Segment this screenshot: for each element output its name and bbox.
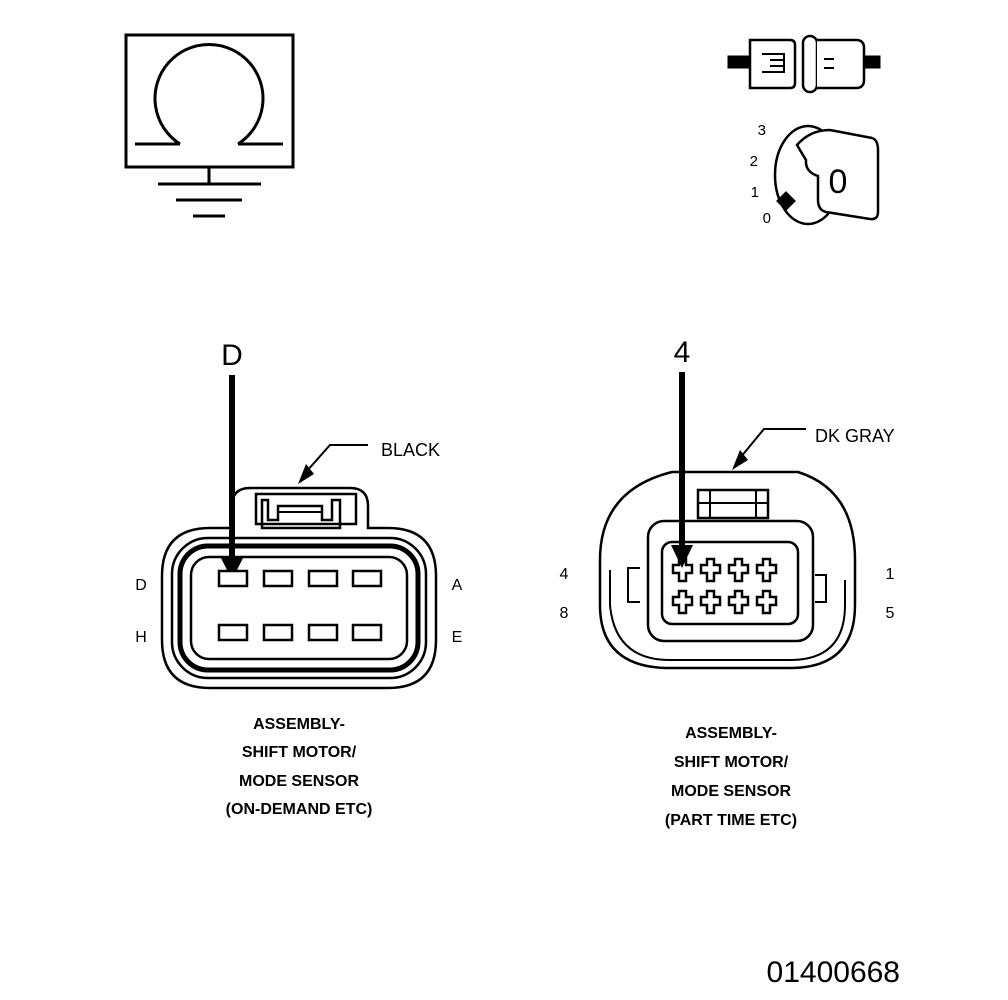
left-caption-line-3: MODE SENSOR: [239, 773, 359, 790]
left-pointer-label: D: [221, 339, 243, 372]
right-connector-body: [598, 470, 857, 670]
right-pin-cavities: [671, 557, 778, 615]
ignition-position-0: 0: [763, 210, 771, 227]
left-connector-body: [160, 486, 438, 690]
right-pointer-arrow: [671, 372, 693, 568]
right-caption-line-2: SHIFT MOTOR/: [674, 754, 789, 771]
right-caption-line-4: (PART TIME ETC): [665, 812, 797, 829]
left-color-leader: [298, 444, 368, 484]
right-caption-line-3: MODE SENSOR: [671, 783, 791, 800]
left-pin-label-bottom-right: E: [452, 629, 463, 646]
ignition-key-icon: 3 2 1 0 0: [750, 122, 880, 227]
left-pin-label-top-right: A: [452, 577, 463, 594]
ignition-position-2: 2: [750, 153, 758, 170]
left-caption-line-2: SHIFT MOTOR/: [242, 744, 357, 761]
right-pointer-label: 4: [674, 336, 691, 369]
right-caption-line-1: ASSEMBLY-: [685, 725, 777, 742]
left-pointer-arrow: [221, 375, 243, 580]
ignition-key-label: 0: [829, 163, 848, 201]
left-pin-label-bottom-left: H: [135, 629, 147, 646]
left-pin-cavities: [217, 569, 383, 642]
right-connector: 4 DK GRAY: [560, 336, 895, 829]
left-color-label: BLACK: [381, 440, 440, 460]
left-pin-label-top-left: D: [135, 577, 147, 594]
ignition-position-1: 1: [751, 184, 759, 201]
right-color-label: DK GRAY: [815, 426, 895, 446]
figure-id: 01400668: [767, 956, 900, 989]
ignition-position-3: 3: [758, 122, 766, 139]
left-caption-line-1: ASSEMBLY-: [253, 716, 345, 733]
left-connector: D BLACK: [135, 339, 462, 818]
right-pin-label-bottom-right: 5: [886, 605, 895, 622]
left-caption-line-4: (ON-DEMAND ETC): [226, 801, 373, 818]
right-pin-label-top-right: 1: [886, 566, 895, 583]
disconnected-connector-icon: [727, 34, 881, 94]
right-pin-label-top-left: 4: [560, 566, 569, 583]
right-color-leader: [732, 428, 806, 470]
right-pin-label-bottom-left: 8: [560, 605, 569, 622]
ohmmeter-ground-icon: [124, 33, 295, 218]
